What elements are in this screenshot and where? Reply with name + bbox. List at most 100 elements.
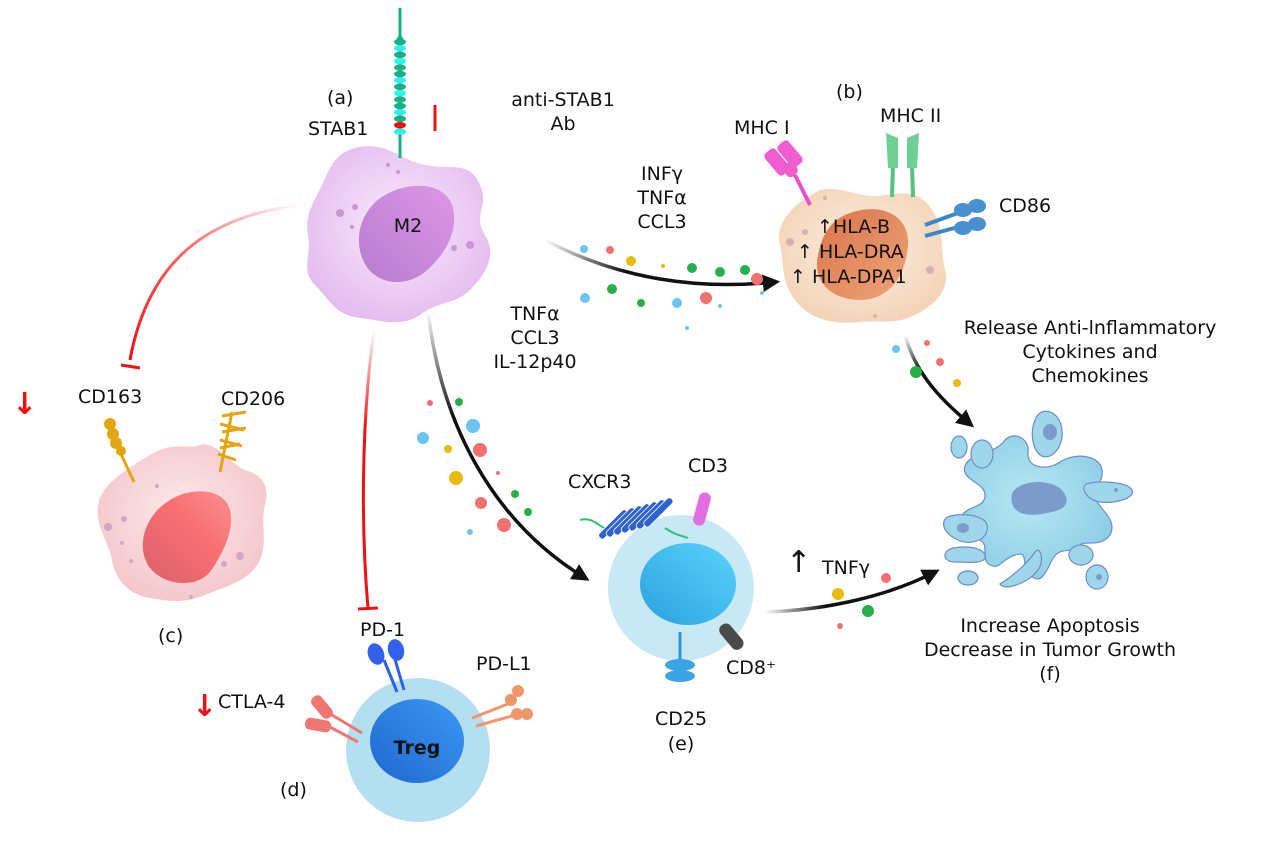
treg-nucleus [370,699,464,783]
down-arrow-c-icon: ↓ [12,387,38,422]
cytokine-dot [718,304,722,308]
ctla-4-icon [304,695,363,744]
cytokine-dot [661,264,665,268]
c-nucleus [142,491,232,584]
cytokine-dot [924,340,930,346]
cytokine-dot [475,497,487,509]
anti-stab1-ab-label: anti-STAB1 Ab [511,89,615,135]
cytokine-dot [740,265,750,275]
pd-1-label: PD-1 [360,619,406,641]
panel-tag-f: (f) [1039,663,1061,685]
stab1-label: STAB1 [308,118,369,140]
cytokines-to-e-label: TNFα CCL3 IL-12p40 [493,303,577,373]
cd8-icon [719,623,744,650]
hla-b-label: ↑HLA-B [817,216,891,238]
stab1-domain [394,58,406,65]
cytokines-b-to-f-label: Release Anti-lnflammatory Cytokines and … [963,317,1217,387]
tnfg-label: TNFγ [822,557,870,579]
mhc-i-icon [764,140,812,206]
cytokine-dot [466,419,480,433]
inhibit-anti-stab1 [433,105,500,131]
cd3-label: CD3 [688,455,728,477]
arrow-m2-to-b [544,238,781,292]
m2-nucleus [358,185,455,283]
m2-macrophage [307,8,491,323]
cytokine-dot [700,292,712,304]
cytokine-dot [467,529,473,535]
cytokine-dot [751,273,763,285]
stab1-domain [394,64,406,71]
hla-dpa1-label: ↑ HLA-DPA1 [790,266,907,288]
stab1-domain [394,51,406,58]
cytokine-dot [832,588,844,600]
cd86-label: CD86 [999,195,1052,217]
stab1-domain [394,83,406,91]
stab1-domain [394,122,406,129]
pd-l1-label: PD-L1 [476,653,532,675]
mhc-ii-icon [886,133,919,198]
stab1-domain [394,90,406,97]
tcell-nucleus [640,543,736,625]
pd-1-icon [367,639,406,693]
cytokine-dot [685,326,689,330]
ctla-4-label: CTLA-4 [218,691,286,713]
cytokine-dot [580,245,588,253]
stab1-domain [394,45,406,52]
stab1-domain [394,109,406,116]
cytokine-dot [881,573,891,583]
stab1-domain [394,128,406,135]
arrow-e-to-f [764,569,940,614]
cd206-label: CD206 [221,388,286,410]
cytokine-dot [497,518,511,532]
panel-tag-b: (b) [836,81,863,103]
stab1-domain [394,96,406,103]
panel-tag-d: (d) [280,779,307,801]
cytokine-dots [417,245,961,629]
cytokine-dot [687,263,697,273]
inhibit-bar-c [120,363,141,370]
cytokine-dot [936,358,944,366]
stab1-domain [394,102,406,110]
inhibit-bar-d [357,606,379,611]
cytokine-dot [580,293,590,303]
down-arrow-d-icon: ↓ [192,689,218,724]
cd163-icon [104,418,136,483]
arrow-m2-to-e [426,309,590,581]
cytokine-dot [455,398,463,406]
cytokine-dot [715,267,725,277]
cytokine-dot [672,298,682,308]
cytokine-dot [892,345,900,353]
panel-tag-a: (a) [327,87,354,109]
cxcr3-label: CXCR3 [568,471,632,493]
outcome-label: Increase Apoptosis Decrease in Tumor Gro… [923,615,1177,661]
cytokine-dot [427,400,433,406]
cd8-label: CD8⁺ [726,657,777,679]
arrow-b-to-f [903,334,975,428]
cytokine-dot [473,443,487,457]
cytokine-dot [910,366,922,378]
cytokine-dot [637,299,645,307]
treg-cell [304,639,533,822]
stab1-domain [394,70,406,78]
m2-cell-label: M2 [393,215,423,237]
cytokine-dot [862,605,874,617]
treg-cell-label: Treg [393,737,441,759]
cytokine-dot [953,379,961,387]
cd25-icon [665,632,695,682]
cytokines-to-b-label: INFγ TNFα CCL3 [637,163,687,233]
hla-dra-label: ↑ HLA-DRA [797,241,904,263]
cytokine-dot [444,445,452,453]
cytokine-dot [524,508,532,516]
stab1-domain [394,77,406,84]
cd86-icon [924,199,986,238]
cytokine-dot [837,623,843,629]
cytokine-dot [760,291,764,295]
cd3-icon [693,492,711,526]
cd163-label: CD163 [78,386,143,408]
cytokine-dot [417,432,429,444]
m1-nucleus [816,209,909,300]
up-arrow-e-icon: ↑ [786,545,812,580]
stab1-receptor-icon [394,8,406,158]
mhc-ii-label: MHC II [880,105,942,127]
